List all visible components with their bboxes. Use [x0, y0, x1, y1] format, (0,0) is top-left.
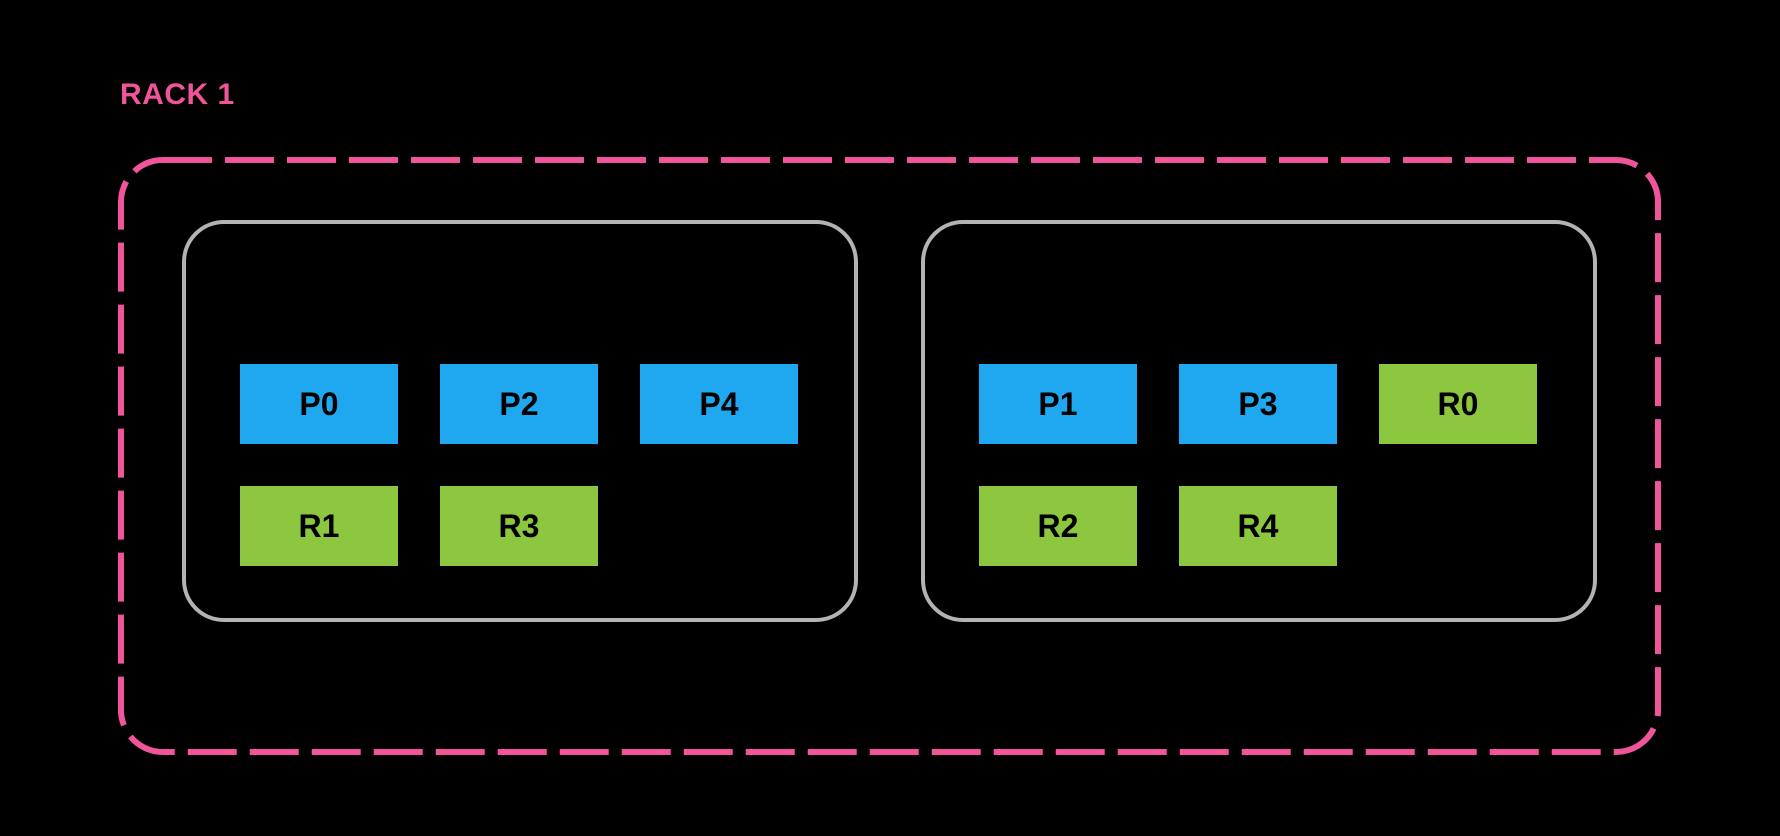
rack-title: RACK 1 [120, 78, 235, 111]
shard-r4: R4 [1179, 486, 1337, 566]
shard-r1: R1 [240, 486, 398, 566]
shard-p2: P2 [440, 364, 598, 444]
node-right: P1 P3 R0 R2 R4 [921, 220, 1597, 622]
shard-p0: P0 [240, 364, 398, 444]
shard-r2: R2 [979, 486, 1137, 566]
rack-boundary-dashed-border [118, 157, 1661, 755]
shard-r3: R3 [440, 486, 598, 566]
rack-boundary-rect [118, 157, 1661, 755]
shard-r0: R0 [1379, 364, 1537, 444]
shard-p4: P4 [640, 364, 798, 444]
shard-p1: P1 [979, 364, 1137, 444]
node-left: P0 P2 P4 R1 R3 [182, 220, 858, 622]
shard-p3: P3 [1179, 364, 1337, 444]
